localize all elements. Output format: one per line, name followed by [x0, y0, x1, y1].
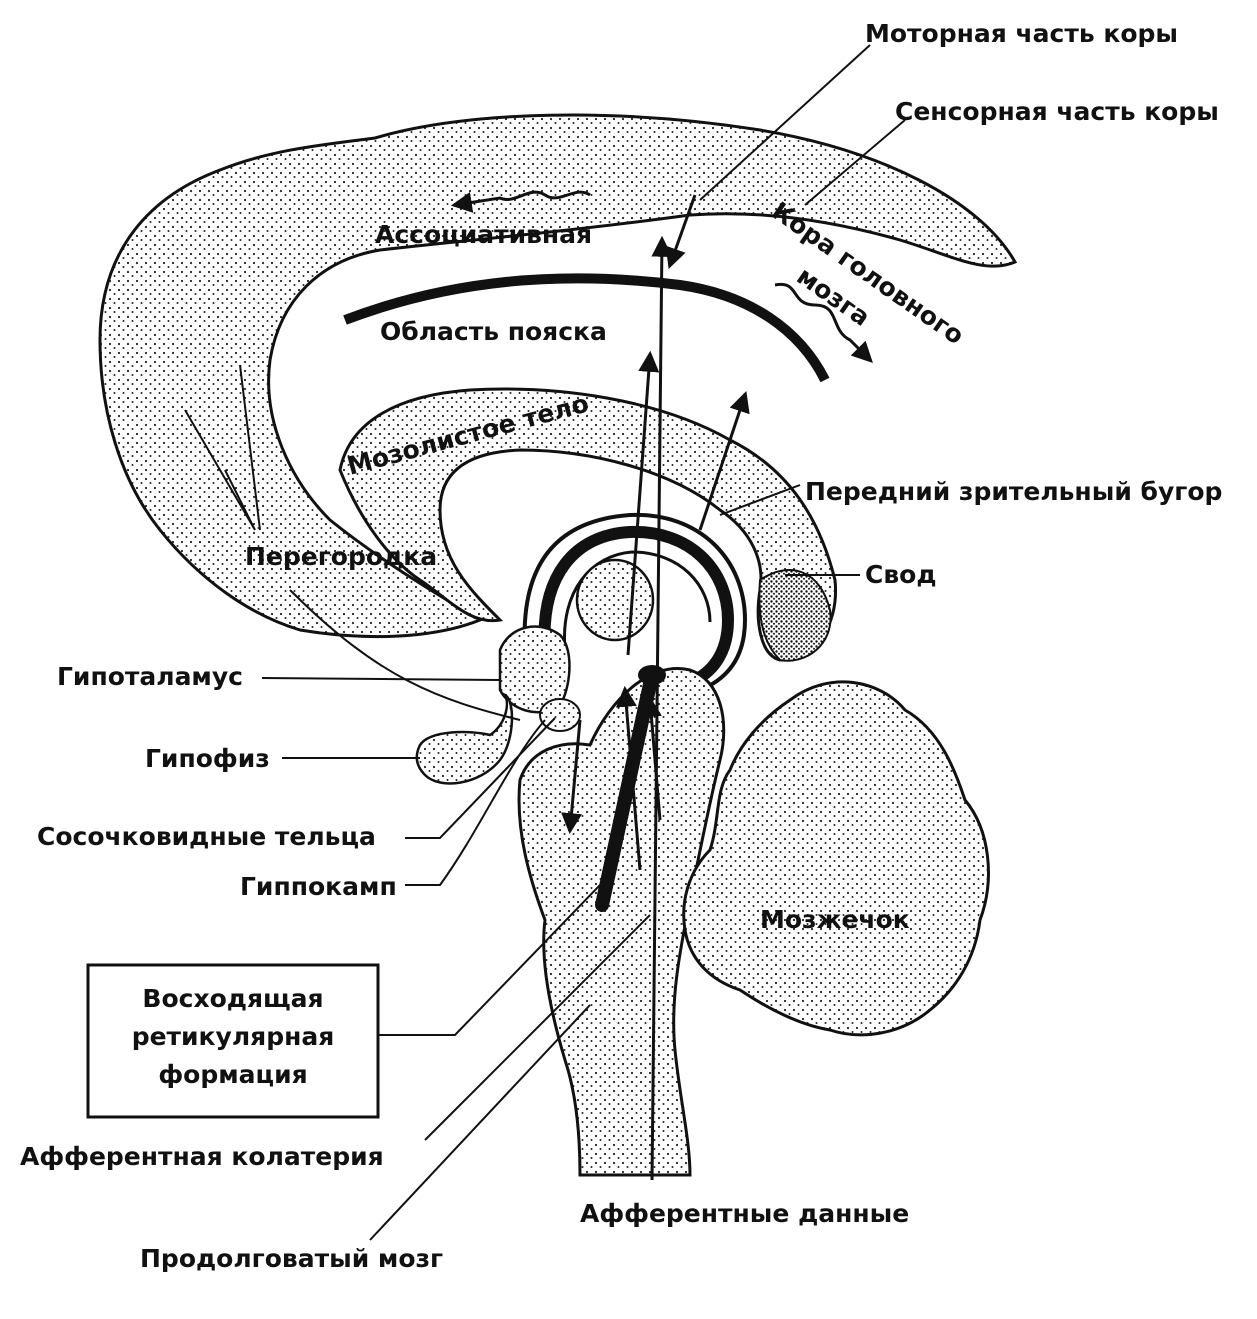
leader-motor — [699, 44, 871, 201]
collateral-arrow-2 — [615, 685, 642, 871]
label-associative: Ассоциативная — [375, 220, 592, 249]
label-sensory-cortex: Сенсорная часть коры — [895, 97, 1219, 126]
label-afferent-collateral: Афферентная колатерия — [20, 1142, 384, 1171]
hypothalamus — [498, 625, 571, 714]
leader-reticular — [378, 884, 601, 1036]
motor-arrow — [665, 194, 697, 269]
cerebral-cortex — [98, 113, 1018, 639]
fornix-arc-outer — [522, 512, 748, 692]
associative-arrow — [450, 190, 591, 213]
label-motor-cortex: Моторная часть коры — [865, 19, 1178, 48]
corpus-callosum — [338, 387, 838, 662]
leader-hippocampus — [405, 719, 546, 886]
reticular-top — [638, 665, 666, 685]
fornix-arc-thick — [538, 525, 735, 686]
label-cingulate: Область пояска — [380, 317, 607, 346]
label-medulla: Продолговатый мозг — [140, 1244, 443, 1273]
afferent-branch-2 — [626, 350, 660, 656]
label-arf-line2: ретикулярная — [132, 1022, 335, 1051]
cingulate-line — [343, 273, 830, 383]
label-afferent-data: Афферентные данные — [580, 1199, 909, 1228]
fornix-dark — [758, 569, 832, 662]
label-pituitary: Гипофиз — [145, 744, 270, 773]
leader-medulla — [369, 1004, 591, 1241]
label-hypothalamus: Гипоталамус — [57, 662, 243, 691]
collateral-arrow-1 — [640, 695, 662, 821]
label-cerebellum: Мозжечок — [760, 905, 910, 934]
anterior-thalamus — [575, 558, 655, 642]
afferent-branch-1 — [698, 391, 750, 531]
label-septum: Перегородка — [245, 542, 437, 571]
leader-thalamus — [719, 484, 801, 516]
leader-hypothalamus — [261, 677, 501, 681]
leader-septum — [289, 589, 521, 721]
sensory-wavy-arrow — [774, 282, 873, 363]
label-mammillary: Сосочковидные тельца — [37, 822, 376, 851]
leader-sensory — [804, 119, 906, 206]
label-hippocampus: Гиппокамп — [240, 872, 397, 901]
reticular-formation-box — [86, 963, 380, 1119]
down-arrow-1 — [561, 719, 582, 835]
label-fornix: Свод — [865, 560, 937, 589]
label-arf-line3: формация — [158, 1060, 307, 1089]
label-anterior-thalamus: Передний зрительный бугор — [805, 477, 1222, 506]
fornix-arc-inner — [562, 550, 712, 651]
pituitary — [415, 692, 514, 785]
cerebellum — [682, 680, 990, 1037]
septum-lines — [184, 364, 261, 531]
label-arf-line1: Восходящая — [142, 984, 323, 1013]
leader-collateral — [424, 914, 651, 1141]
